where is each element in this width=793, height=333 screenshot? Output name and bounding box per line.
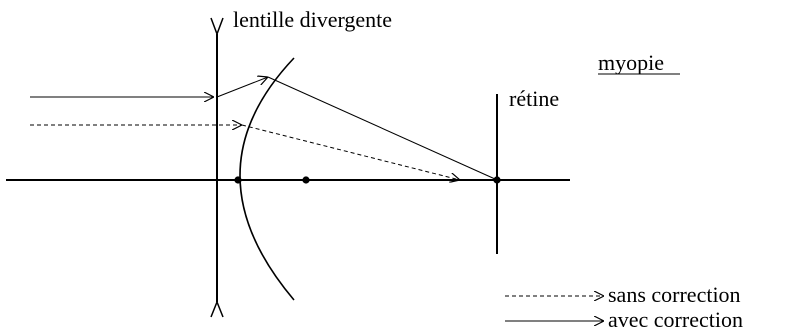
- cornea-point: [234, 176, 242, 184]
- corrected-ray-refracted: [267, 76, 496, 180]
- diverging-lens: [210, 17, 224, 318]
- uncorrected-ray-refracted: [241, 124, 460, 180]
- retina-point: [493, 176, 501, 184]
- lens-label: lentille divergente: [233, 7, 392, 32]
- center-point: [302, 176, 310, 184]
- retina-label: rétine: [509, 86, 559, 111]
- corrected-ray-diverged: [216, 77, 268, 98]
- condition-label: myopie: [598, 50, 664, 75]
- legend-without-label: sans correction: [608, 282, 741, 307]
- lens-top-v: [210, 17, 224, 37]
- corrected-ray: [30, 76, 496, 180]
- uncorrected-ray: [30, 125, 460, 180]
- legend-with-label: avec correction: [608, 307, 743, 332]
- eye-curve: [239, 57, 295, 301]
- legend: sans correction avec correction: [505, 282, 743, 332]
- lens-bottom-v: [210, 299, 224, 318]
